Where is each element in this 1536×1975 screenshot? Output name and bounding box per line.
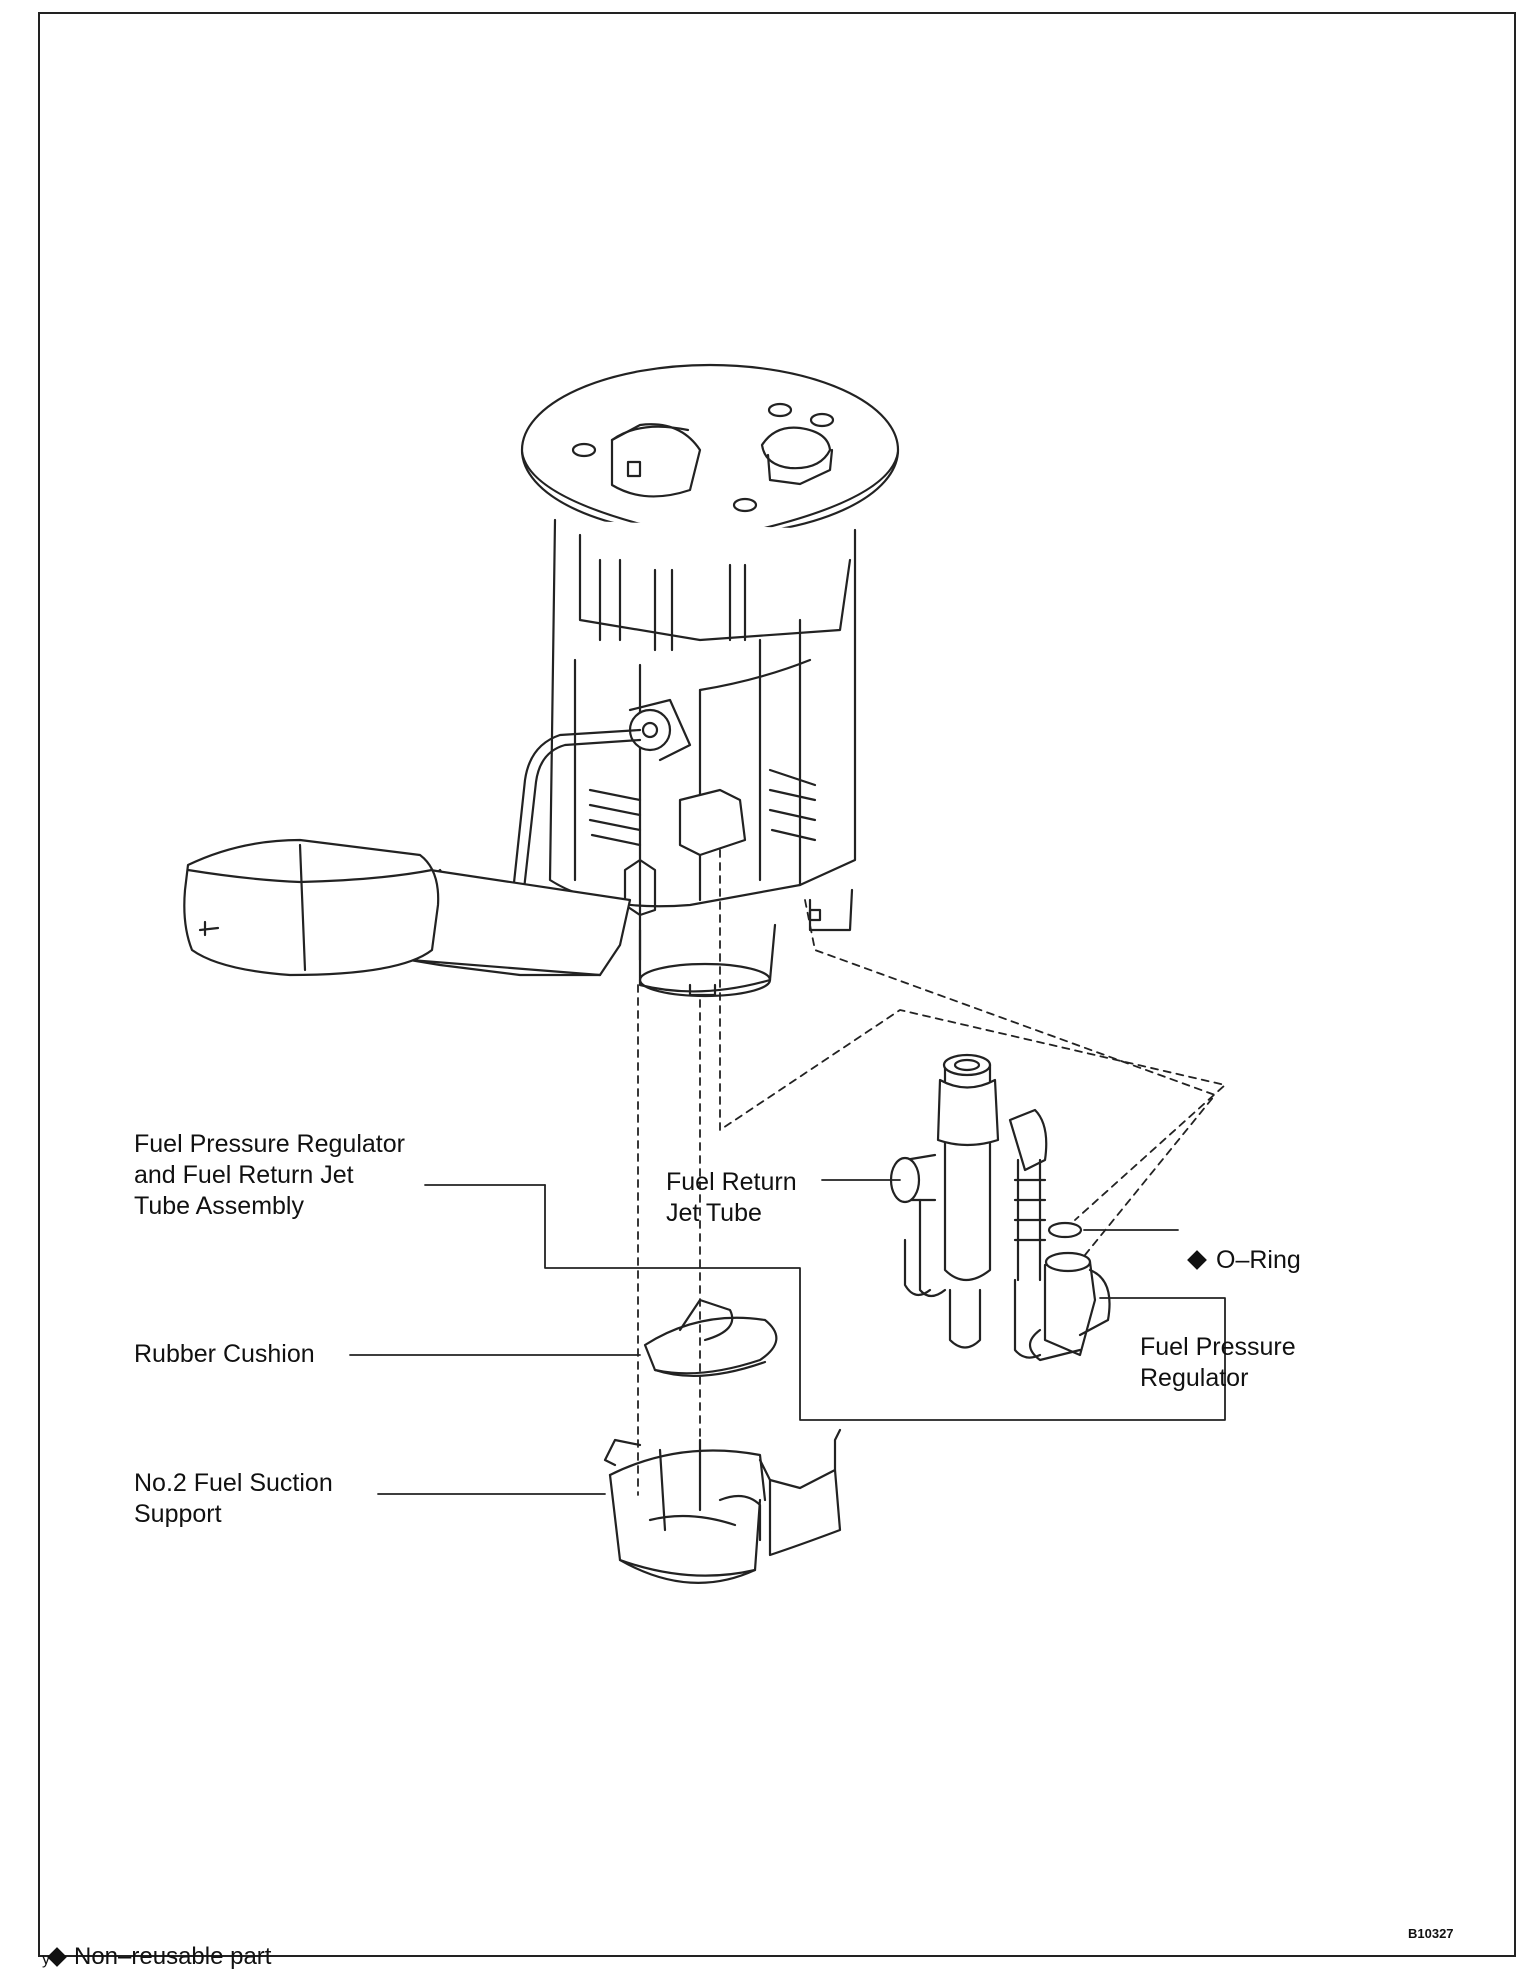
diagram-frame bbox=[38, 12, 1516, 1957]
fuel-pressure-regulator-assembly bbox=[889, 1053, 1111, 1362]
alignment-lines bbox=[637, 849, 1226, 1496]
label-rubber-cushion: Rubber Cushion bbox=[134, 1340, 315, 1368]
label-suction-support: No.2 Fuel Suction Support bbox=[134, 1469, 333, 1528]
leader-lines bbox=[349, 1179, 1226, 1495]
label-o-ring: O–Ring bbox=[1186, 1214, 1301, 1276]
suction-support-part bbox=[603, 1428, 842, 1584]
label-fuel-pressure-regulator: Fuel Pressure Regulator bbox=[1140, 1333, 1296, 1392]
legend-diamond-icon bbox=[47, 1946, 67, 1967]
non-reusable-diamond-icon bbox=[1187, 1250, 1207, 1271]
label-o-ring-text: O–Ring bbox=[1216, 1246, 1301, 1274]
legend-text: Non–reusable part bbox=[74, 1943, 272, 1970]
label-fuel-return-jet-tube: Fuel Return Jet Tube bbox=[666, 1168, 797, 1227]
fuel-pump-assembly bbox=[520, 363, 900, 998]
figure-id: B10327 bbox=[1408, 1926, 1454, 1941]
legend: y Non–reusable part bbox=[42, 1910, 271, 1975]
fuel-sender-float bbox=[183, 728, 642, 977]
o-ring-part bbox=[1047, 1221, 1083, 1239]
rubber-cushion-part bbox=[643, 1298, 778, 1377]
legend-prefix: y bbox=[42, 1951, 50, 1968]
label-assembly: Fuel Pressure Regulator and Fuel Return … bbox=[134, 1130, 405, 1220]
